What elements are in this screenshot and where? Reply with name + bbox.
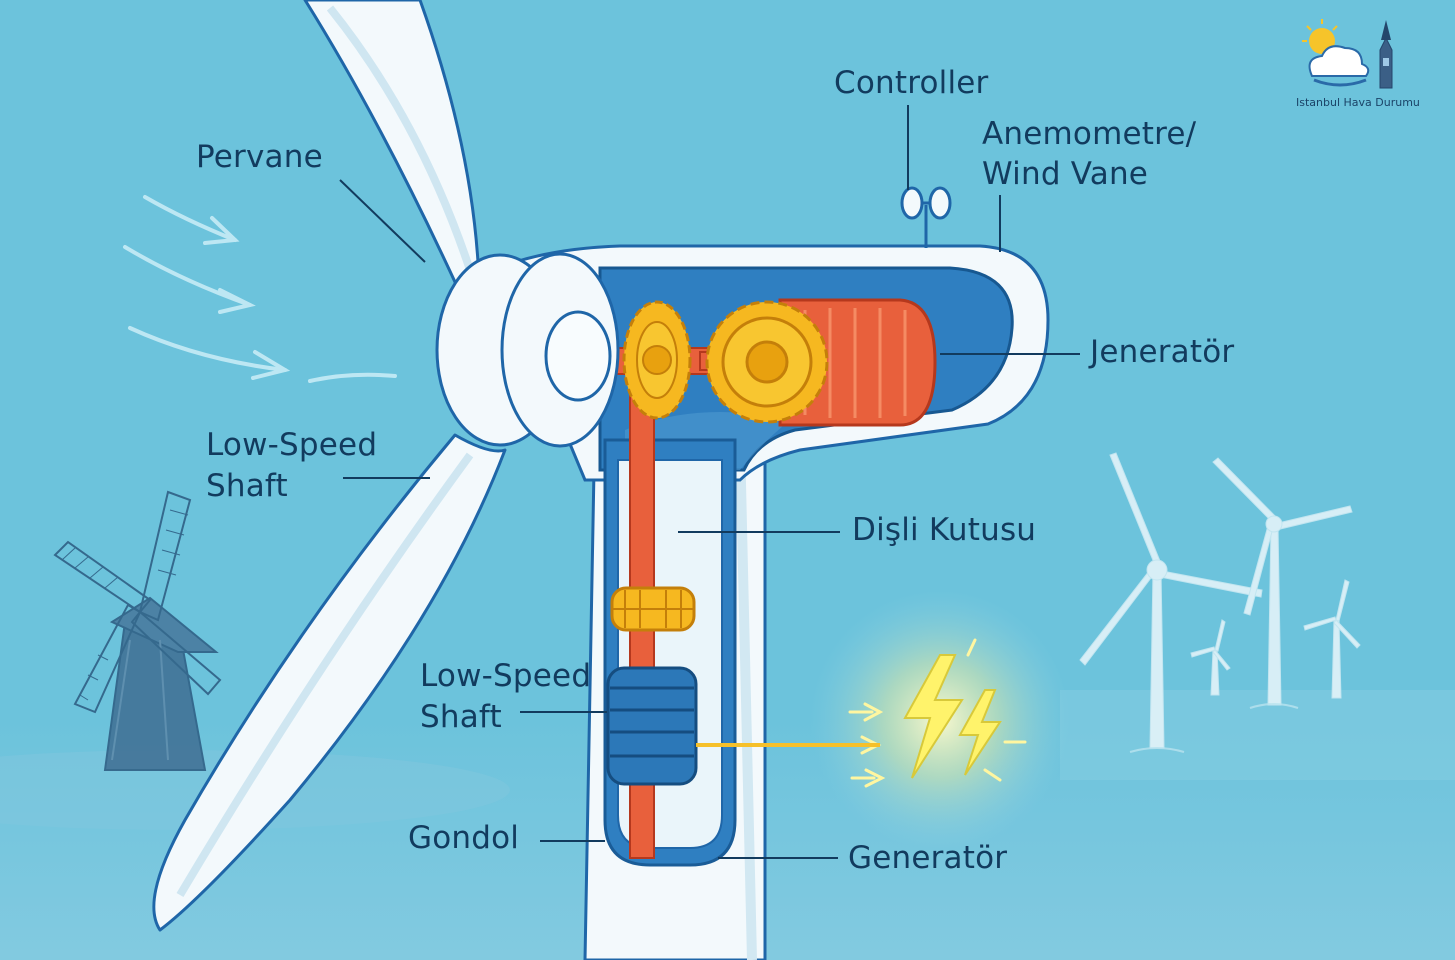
label-pervane: Pervane <box>196 139 323 175</box>
old-windmill <box>53 490 222 771</box>
brand-name: Istanbul Hava Durumu <box>1296 96 1420 109</box>
brand-logo <box>1302 19 1393 89</box>
label-disli-kutusu: Dişli Kutusu <box>852 512 1037 548</box>
label-controller: Controller <box>834 65 989 101</box>
lower-generator-stack <box>606 666 698 786</box>
gear-small <box>622 300 692 420</box>
label-low-speed-shaft-lower-line2: Shaft <box>420 699 502 735</box>
gear-vertical <box>610 586 696 632</box>
lightning-icon <box>903 654 1002 779</box>
wind-arrows <box>123 195 397 383</box>
background-turbines <box>1079 452 1361 749</box>
label-anemometre-line2: Wind Vane <box>982 156 1149 192</box>
label-anemometre-line1: Anemometre/ <box>982 116 1197 152</box>
label-jenerator: Jeneratör <box>1090 334 1235 370</box>
label-generator: Generatör <box>848 840 1008 876</box>
rotor-hub <box>435 252 620 448</box>
label-low-speed-shaft-lower-line1: Low-Speed <box>420 658 592 694</box>
anemometer-vane <box>900 186 952 248</box>
label-low-speed-shaft-upper-line1: Low-Speed <box>206 427 378 463</box>
label-low-speed-shaft-upper-line2: Shaft <box>206 468 288 504</box>
label-gondol: Gondol <box>408 820 520 856</box>
gear-large <box>705 300 829 424</box>
leader-lines <box>339 105 1080 859</box>
